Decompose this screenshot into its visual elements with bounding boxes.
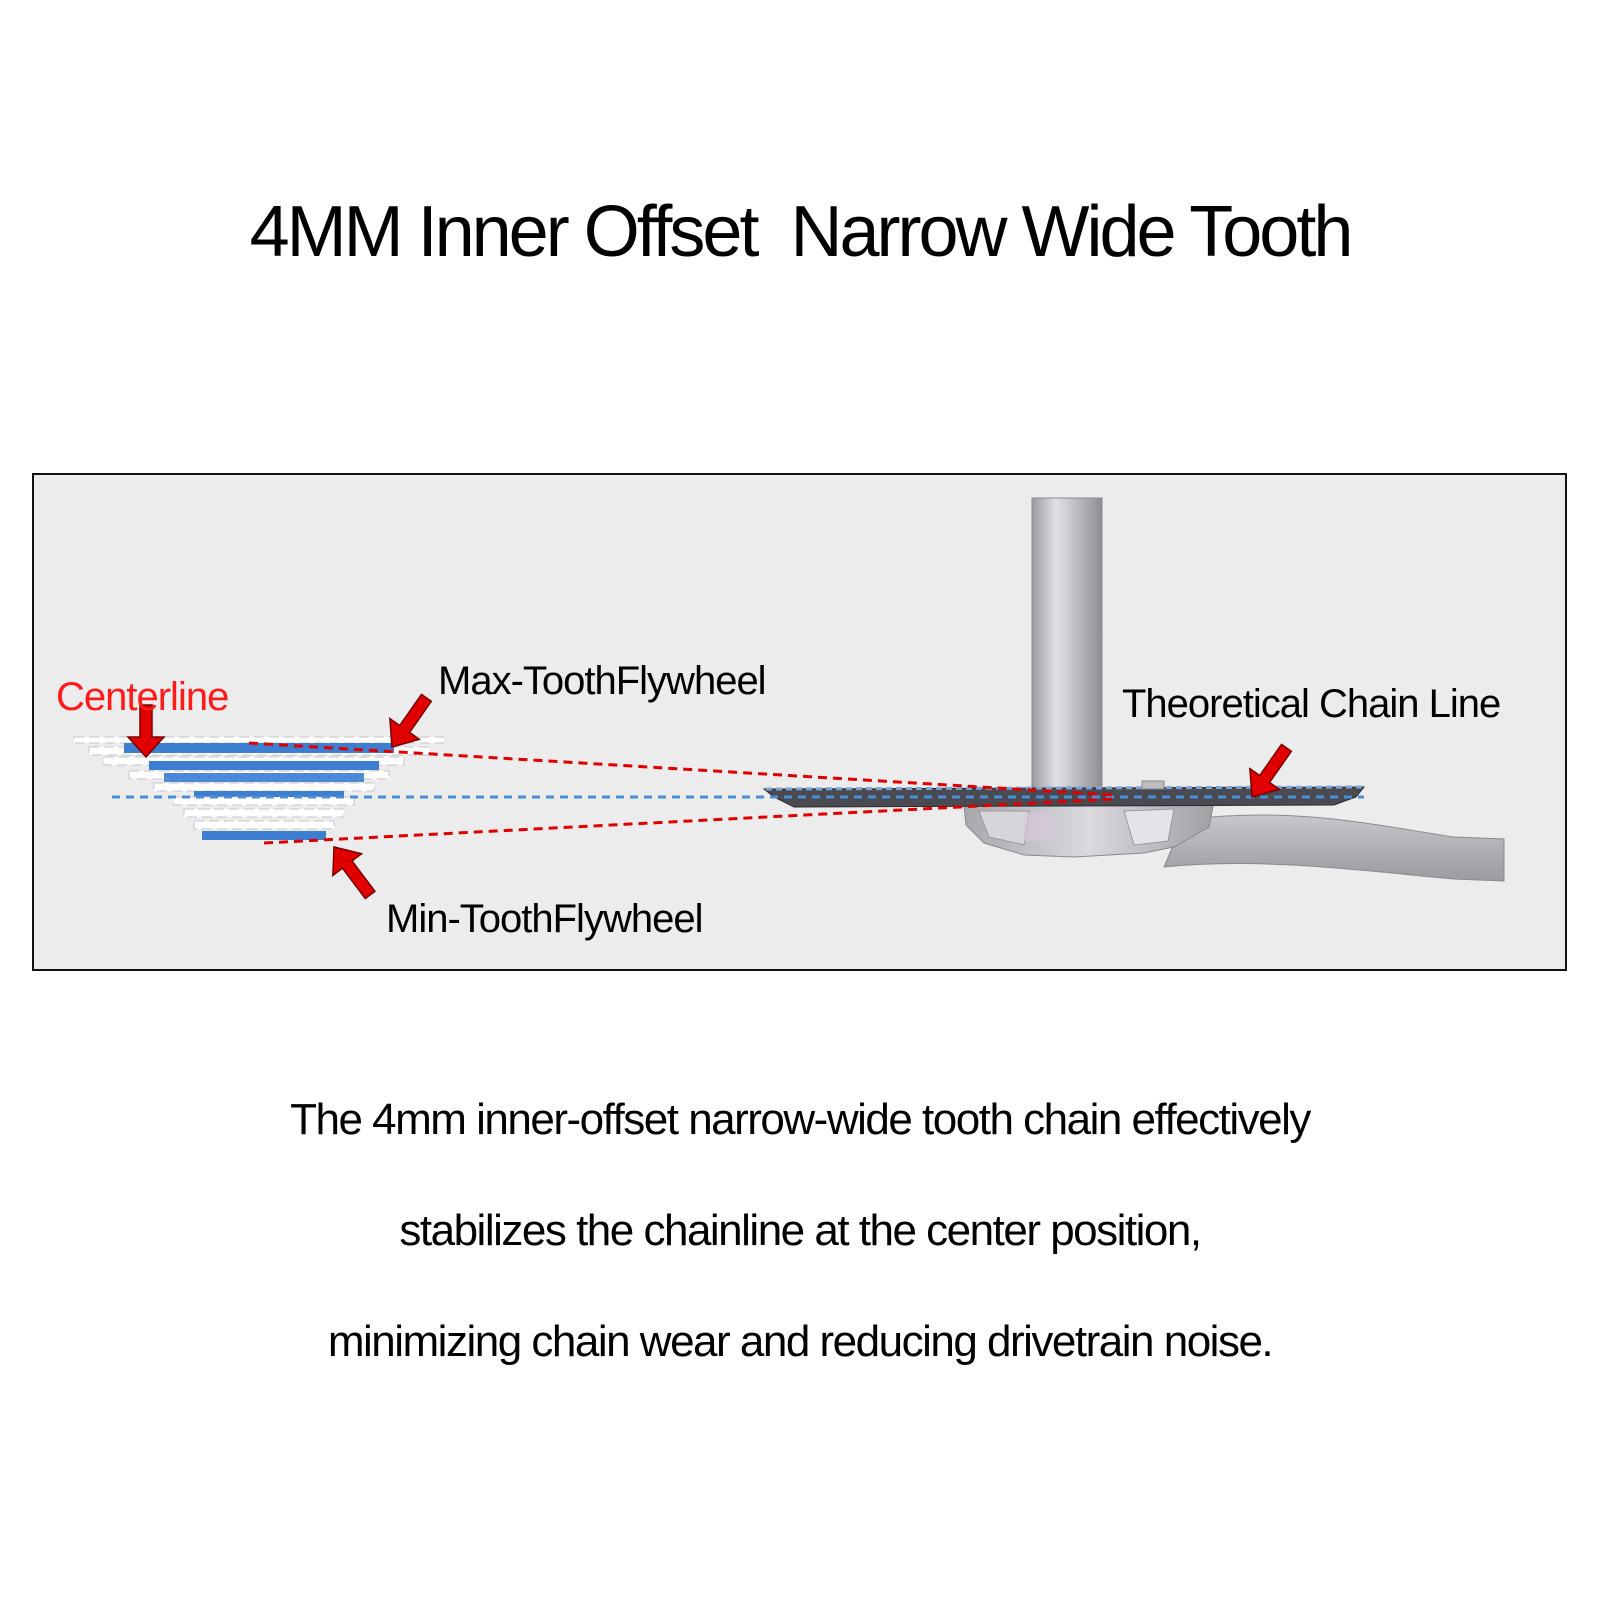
crank-arm — [963, 800, 1505, 882]
max-tooth-chain-line — [248, 741, 1115, 797]
max-tooth-flywheel-label: Max-ToothFlywheel — [438, 659, 767, 703]
seat-tube — [1031, 497, 1103, 797]
centerline-arrow — [126, 704, 166, 759]
caption-line-2: stabilizes the chainline at the center p… — [399, 1206, 1202, 1255]
caption-line-3: minimizing chain wear and reducing drive… — [327, 1317, 1274, 1366]
page-title: 4MM Inner Offset Narrow Wide Tooth — [249, 192, 1354, 272]
diagram-illustration — [73, 497, 1505, 900]
min-tooth-chain-line — [263, 797, 1115, 845]
chain-line-arrow — [1249, 743, 1293, 798]
chainline-diagram: Centerline Max-ToothFlywheel Min-ToothFl… — [32, 473, 1567, 971]
min-tooth-flywheel-label: Min-ToothFlywheel — [386, 897, 703, 941]
theoretical-chain-line-label: Theoretical Chain Line — [1122, 682, 1501, 726]
min-tooth-arrow — [332, 846, 376, 900]
max-tooth-arrow — [389, 693, 433, 748]
caption-line-1: The 4mm inner-offset narrow-wide tooth c… — [290, 1095, 1311, 1144]
centerline-label: Centerline — [56, 675, 229, 719]
